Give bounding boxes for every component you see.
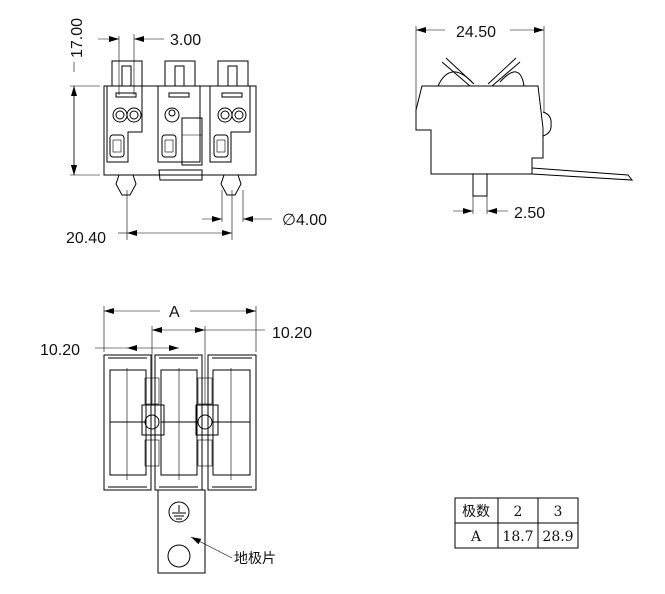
table-value-3-pole: 28.9 [542,529,573,545]
pin-spacing-dimension-label: 20.40 [66,230,106,247]
pin-diameter-dimension-label: ∅4.00 [282,212,327,229]
front-modules [106,86,251,181]
pin-width-dimension-label: 2.50 [514,205,545,222]
bottom-view: 地极片 A 10.20 10.20 [40,304,312,574]
ground-plate-hole [167,544,191,568]
front-caps [111,60,249,87]
left-pitch-dimension-label: 10.20 [40,342,80,359]
front-body [103,85,257,176]
table-header-poles: 极数 [462,504,490,520]
table-header-3: 3 [554,504,563,520]
ground-plate [157,489,206,574]
right-pitch-dimension-label: 10.20 [272,325,312,342]
ground-symbol-icon [168,501,190,523]
depth-dimension-label: 24.50 [456,24,496,41]
pitch-dimension-label: 3.00 [170,32,201,49]
height-dimension-label: 17.00 [69,18,86,58]
table-row-label: A [470,529,482,545]
overall-width-dimension-label: A [169,304,180,321]
dimension-table: 极数 2 3 A 18.7 28.9 [454,497,579,549]
table-value-2-pole: 18.7 [502,529,533,545]
ground-plate-label: 地极片 [234,551,276,567]
side-view: 24.50 2.50 [415,24,634,222]
front-pins [115,174,242,196]
table-header-2: 2 [514,504,523,520]
front-view: 17.00 3.00 20.40 ∅4.00 [66,18,327,247]
